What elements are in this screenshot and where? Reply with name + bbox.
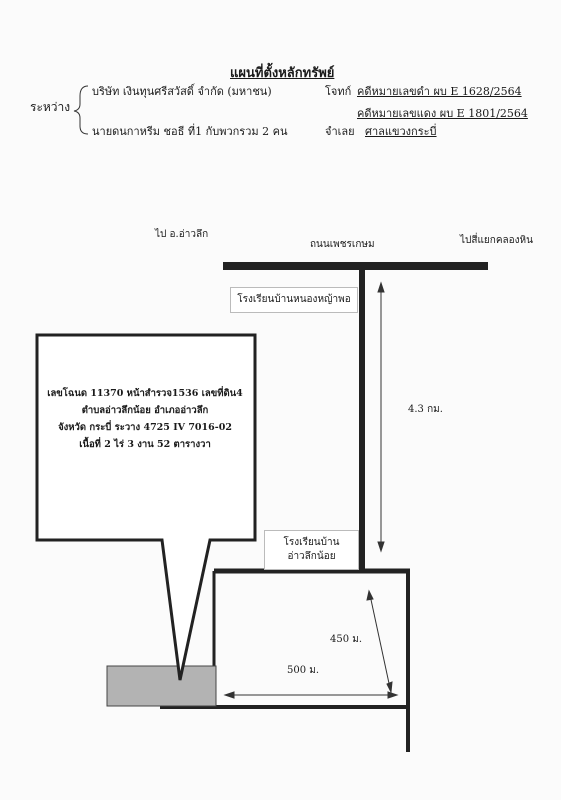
plaintiff-name: บริษัท เงินทุนศรีสวัสดิ์ จำกัด (มหาชน) [92, 85, 272, 98]
distance-500-m: 500 ม. [287, 665, 320, 676]
land-area: เนื้อที่ 2 ไร่ 3 งาน 52 ตารางวา [79, 439, 211, 450]
distance-4-3-km: 4.3 กม. [408, 404, 443, 415]
province-map-sheet: จังหวัด กระบี่ ระวาง 4725 IV 7016-02 [58, 422, 232, 433]
school-ao-luek-noi: โรงเรียนบ้าน อ่าวลึกน้อย [264, 530, 359, 570]
property-plot [106, 665, 217, 707]
school-nong-ya-pho: โรงเรียนบ้านหนองหญ้าพอ [230, 287, 358, 313]
direction-ao-luek: ไป อ.อ่าวลึก [155, 229, 209, 240]
property-details: เลขโฉนด 11370 หน้าสำรวจ1536 เลขที่ดิน4 ต… [42, 385, 248, 453]
document-title: แผนที่ตั้งหลักทรัพย์ [230, 66, 335, 81]
defendant-role: จำเลย [325, 125, 355, 138]
subdistrict-district: ตำบลอ่าวลึกน้อย อำเภออ่าวลึก [81, 405, 209, 416]
road-name: ถนนเพชรเกษม [310, 239, 375, 250]
deed-number: เลขโฉนด 11370 หน้าสำรวจ1536 เลขที่ดิน4 [47, 388, 243, 399]
distance-450-m: 450 ม. [330, 634, 363, 645]
direction-khlong-hin: ไปสี่แยกคลองหิน [460, 235, 533, 246]
distance-arrows [223, 281, 399, 699]
property-callout [35, 333, 257, 681]
court-name: ศาลแขวงกระบี่ [365, 125, 437, 138]
black-case-number: คดีหมายเลขดำ ผบ E 1628/2564 [357, 85, 522, 98]
plaintiff-role: โจทก์ [325, 85, 352, 98]
red-case-number: คดีหมายเลขแดง ผบ E 1801/2564 [357, 107, 528, 120]
school-ao-luek-noi-line2: อ่าวลึกน้อย [287, 551, 336, 562]
school-ao-luek-noi-line1: โรงเรียนบ้าน [283, 537, 340, 548]
brace-mark [73, 85, 89, 135]
defendant-name: นายดนกาหรีม ชอธี ที่1 กับพวกรวม 2 คน [92, 125, 288, 138]
between-label: ระหว่าง [30, 100, 71, 114]
